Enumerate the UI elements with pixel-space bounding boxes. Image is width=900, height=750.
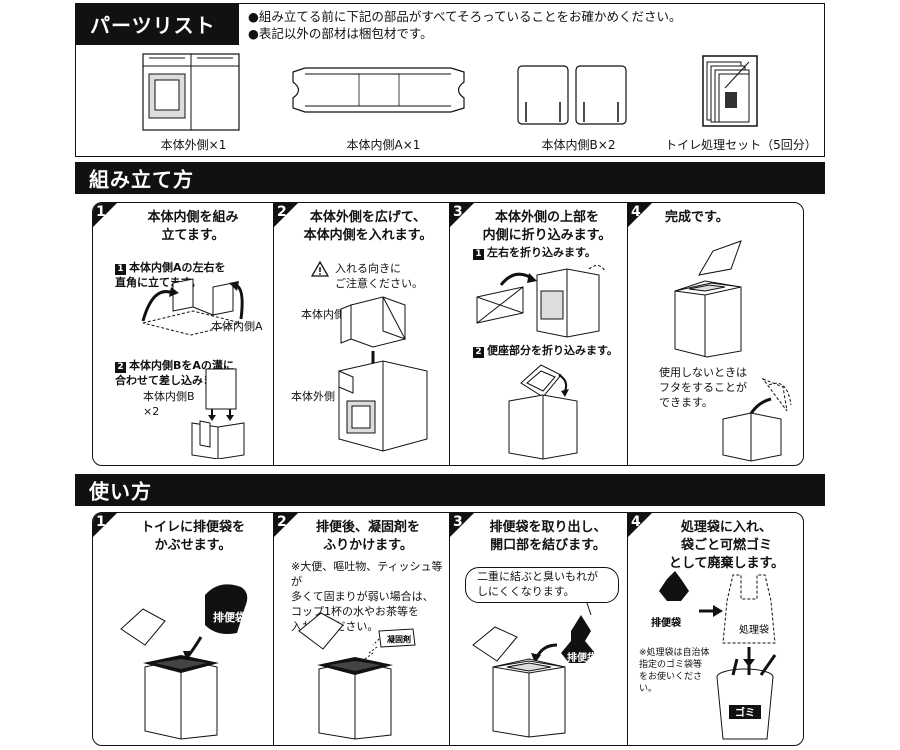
parts-list-header: パーツリスト	[76, 4, 239, 44]
assembly-step-3-title: 本体外側の上部を 内側に折り込みます。	[482, 210, 612, 243]
assembly-step-3-illustration-a	[476, 265, 606, 338]
assembly-step-4-note: 使用しないときは フタをすることが できます。	[659, 366, 747, 409]
inner-a-illustration	[292, 67, 465, 113]
assembly-step-1-number: 1	[93, 203, 118, 228]
assembly-title: 組み立て方	[89, 167, 194, 192]
usage-step-2-illustration: 凝固剤	[298, 612, 416, 740]
assembly-step-3-illustration-b	[508, 364, 578, 460]
part-label-outer: 本体外側×1	[160, 138, 227, 152]
assembly-step-2-caution: 入れる向きに ご注意ください。	[335, 262, 423, 290]
assembly-header: 組み立て方	[75, 162, 825, 194]
usage-step-1-illustration: 排便袋	[120, 584, 248, 740]
part-label-inner-b: 本体内側B×2	[541, 138, 616, 152]
assembly-step-3-number: 3	[449, 203, 475, 228]
usage-step-4-bag-label: 排便袋	[651, 616, 682, 629]
warning-icon	[311, 261, 329, 277]
usage-step-1-title: トイレに排便袋を かぶせます。	[140, 520, 245, 553]
assembly-step-2-title: 本体外側を広げて、 本体内側を入れます。	[303, 210, 433, 243]
usage-step-3-title: 排便袋を取り出し、 開口部を結びます。	[489, 520, 607, 553]
usage-step-3-bubble-text: 二重に結ぶと臭いもれが しにくくなります。	[477, 570, 598, 598]
assembly-step-4-illustration-open	[674, 240, 742, 358]
parts-note-1: ●組み立てる前に下記の部品がすべてそろっていることをお確かめください。	[248, 9, 682, 24]
usage-step-2-number: 2	[273, 513, 299, 538]
usage-step-4-title: 処理袋に入れ、 袋ごと可燃ゴミ として廃棄します。	[668, 520, 785, 571]
usage-step-4-illustration: 排便袋 処理袋 ゴミ	[651, 571, 777, 740]
usage-step-1-bag-label: 排便袋	[213, 610, 247, 624]
parts-list-section: パーツリスト ●組み立てる前に下記の部品がすべてそろっていることをお確かめくださ…	[75, 3, 825, 157]
usage-title: 使い方	[89, 479, 152, 504]
assembly-step-4-number: 4	[627, 203, 653, 228]
assembly-step-1-illustration-a	[141, 278, 244, 336]
usage-panel: 1 トイレに排便袋を かぶせます。 排便袋 2 排便後、凝固剤を ふりかけます。…	[92, 512, 804, 746]
assembly-step-2-illustration	[338, 296, 428, 452]
usage-step-3-illustration: 排便袋	[472, 602, 598, 738]
assembly-step-2-label-outer: 本体外側	[291, 390, 335, 403]
part-label-inner-a: 本体内側A×1	[346, 138, 421, 152]
usage-step-3-bag-label: 排便袋	[567, 651, 598, 664]
parts-notes: ●組み立てる前に下記の部品がすべてそろっていることをお確かめください。 ●表記以…	[248, 8, 818, 42]
inner-b-illustration	[517, 65, 627, 125]
usage-step-4-note: ※処理袋は自治体 指定のゴミ袋等 をお使いください。	[639, 648, 710, 694]
assembly-step-1-illustration-b	[191, 368, 245, 459]
assembly-step-1-label-a: 本体内側A	[211, 320, 263, 333]
assembly-step-1-title: 本体内側を組み 立てます。	[147, 210, 239, 243]
usage-step-2-title: 排便後、凝固剤を ふりかけます。	[315, 520, 420, 553]
usage-step-4-proc-label: 処理袋	[739, 623, 769, 636]
assembly-step-1-label-b: 本体内側B ×2	[143, 390, 195, 418]
toilet-kit-illustration	[702, 55, 758, 127]
usage-header: 使い方	[75, 474, 825, 506]
part-label-kit: トイレ処理セット（5回分）	[665, 138, 817, 152]
parts-note-2: ●表記以外の部材は梱包材です。	[248, 26, 433, 41]
outer-body-illustration	[142, 53, 240, 131]
assembly-step-4-illustration-closed	[722, 377, 792, 462]
usage-step-2-agent-label: 凝固剤	[387, 634, 411, 644]
usage-step-3-number: 3	[449, 513, 475, 538]
usage-step-3-bubble	[465, 567, 619, 603]
parts-list-title: パーツリスト	[90, 13, 216, 38]
usage-step-4-number: 4	[627, 513, 653, 538]
usage-step-1-number: 1	[93, 513, 118, 538]
usage-step-4-bin-label: ゴミ	[735, 706, 755, 719]
assembly-step-2-number: 2	[273, 203, 299, 228]
assembly-step-4-title: 完成です。	[665, 210, 729, 225]
assembly-step-2-label-inner: 本体内側	[301, 308, 345, 321]
